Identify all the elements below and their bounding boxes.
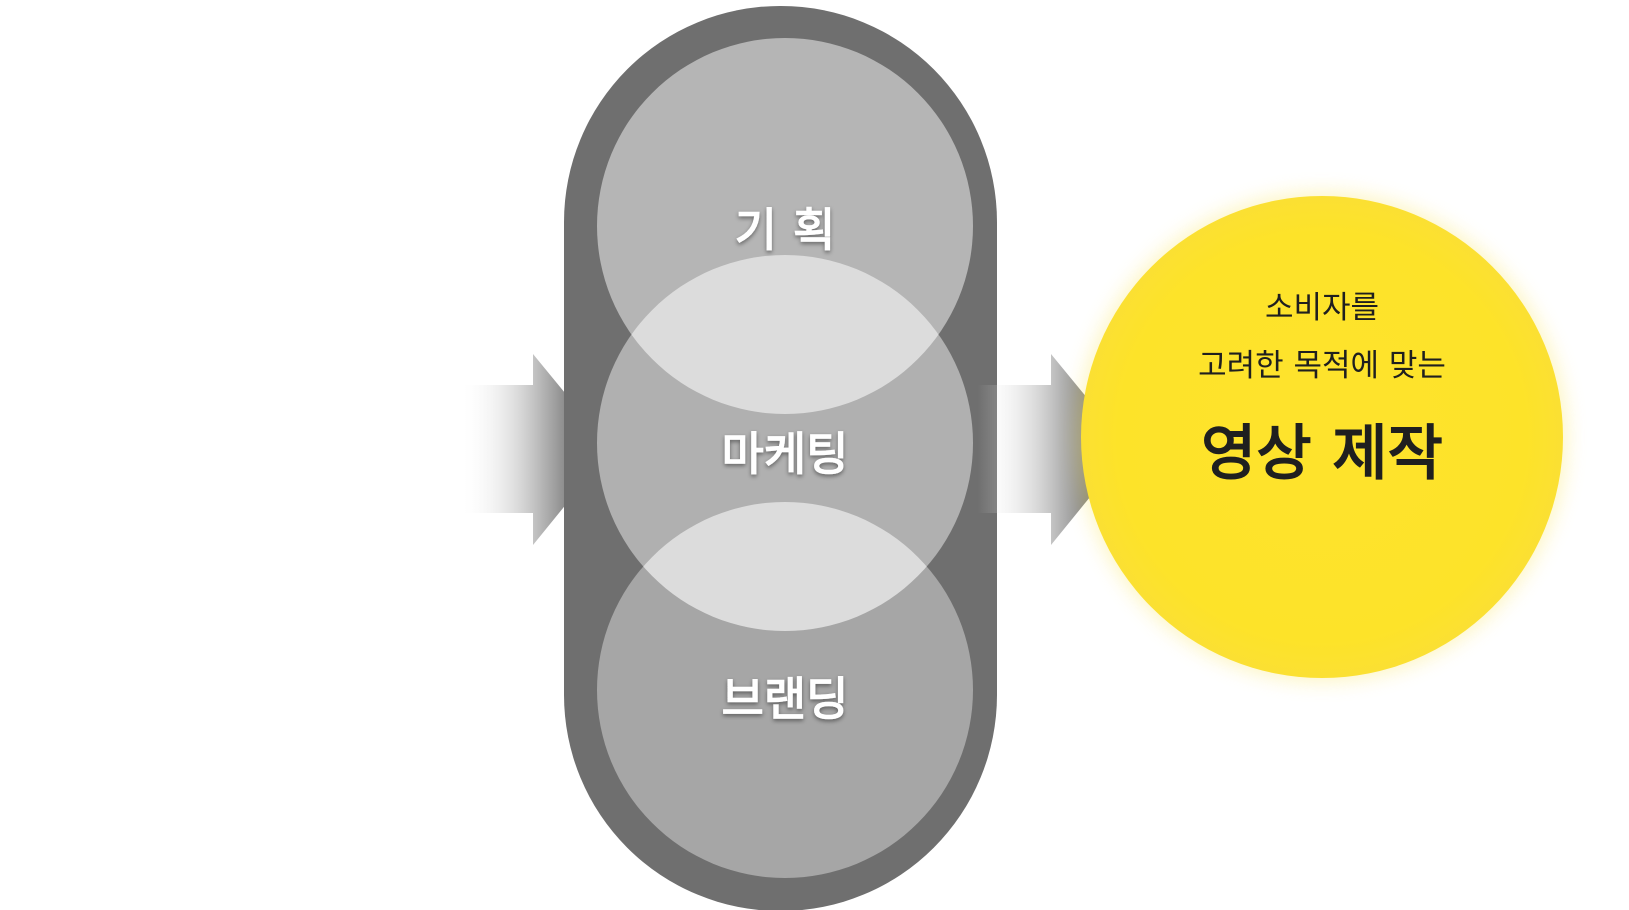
overlap-bottom [597,502,973,631]
input-arrow [460,354,611,545]
stage-label-planning: 기 획 [735,203,836,257]
stage-label-branding: 브랜딩 [722,672,849,726]
result-circle [1081,196,1563,678]
overlap-top [597,255,973,414]
result-line-1: 소비자를 [1265,290,1379,326]
result-line-2: 고려한 목적에 맞는 [1198,348,1446,384]
stage-label-marketing: 마케팅 [722,427,849,481]
output-arrow [978,354,1129,545]
result-title: 영상 제작 [1201,419,1443,489]
